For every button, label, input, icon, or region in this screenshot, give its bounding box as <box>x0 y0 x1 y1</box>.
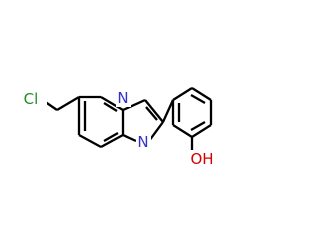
bond-n3-c2 <box>122 98 146 112</box>
hydroxyl-label-background <box>187 150 217 168</box>
bond-ph1-ph2 <box>172 87 193 101</box>
imidazole-nitrogen-label: N <box>137 133 148 151</box>
hydroxyl-label: OH <box>190 150 213 168</box>
molecule-structure: Cl N N OH <box>17 87 217 168</box>
bond-c2-c1 <box>144 99 164 123</box>
double-bond-c2-c1 <box>145 106 158 121</box>
double-bond-ph2-ph3 <box>190 94 206 104</box>
bridgehead-nitrogen-label-background <box>116 89 131 107</box>
bond-c1-ph1 <box>161 99 175 123</box>
chlorine-label-background <box>17 90 47 108</box>
double-bond-ph4-ph5 <box>190 121 206 131</box>
bond-c1-n4 <box>148 121 164 142</box>
double-bond-c5-n3 <box>103 102 118 112</box>
bond-c8-n1 <box>78 133 102 149</box>
bond-ph2-ph3 <box>191 87 212 101</box>
chlorine-label: Cl <box>24 90 39 108</box>
bond-ph5-ph6 <box>172 124 193 138</box>
bond-n4-c4 <box>122 133 137 143</box>
double-bond-n1-c4 <box>103 132 119 142</box>
bond-c6-c7 <box>56 96 80 111</box>
imidazole-nitrogen-label-background <box>136 133 151 151</box>
bond-n3-c5 <box>100 96 124 111</box>
bridgehead-nitrogen-label: N <box>117 89 128 107</box>
bond-ph4-ph5 <box>191 124 212 138</box>
bond-n1-c4 <box>100 133 124 149</box>
